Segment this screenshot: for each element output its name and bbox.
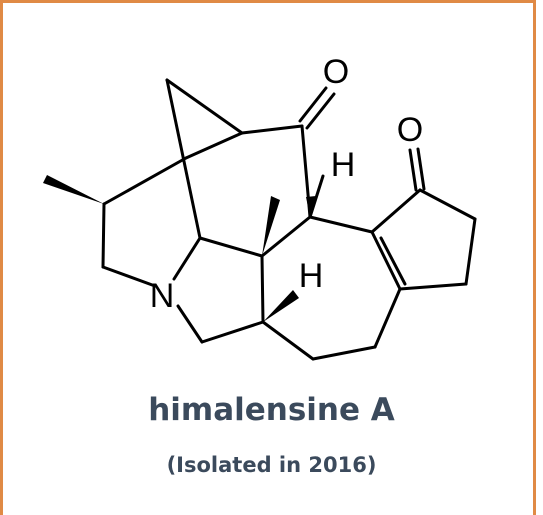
bond <box>165 78 244 135</box>
wedge-h-lower <box>263 290 299 322</box>
wedge-methyl-center <box>262 196 280 256</box>
bond <box>308 215 374 234</box>
bond <box>308 174 325 219</box>
bond <box>240 124 304 135</box>
frame-border-top <box>0 0 536 3</box>
bond <box>176 304 204 344</box>
double-bond <box>416 147 426 191</box>
bond <box>260 254 265 324</box>
atom-label-hydrogen-lower: H <box>299 257 324 295</box>
bond <box>200 320 265 344</box>
bond <box>198 236 264 258</box>
bond <box>101 265 157 288</box>
bond <box>260 215 312 258</box>
bond <box>101 202 106 269</box>
atom-label-oxygen-ring: O <box>397 111 423 149</box>
bond <box>418 188 477 221</box>
double-bond <box>408 148 418 192</box>
compound-note: (Isolated in 2016) <box>166 453 377 477</box>
bond <box>464 217 477 286</box>
frame-border-left <box>0 0 3 515</box>
bond <box>311 345 377 361</box>
bond <box>261 320 315 361</box>
double-bond-inner <box>379 236 407 286</box>
double-bond <box>298 86 328 123</box>
atom-label-oxygen-bridge: O <box>323 53 349 91</box>
bond <box>172 236 202 281</box>
bond <box>373 287 402 349</box>
wedge-h-upper <box>306 196 316 217</box>
atom-label-hydrogen-upper: H <box>331 146 356 184</box>
frame-border-right <box>533 0 536 515</box>
double-bond <box>305 92 336 130</box>
atom-label-nitrogen: N <box>150 277 175 315</box>
bond <box>370 188 422 234</box>
bond <box>184 131 244 160</box>
bond <box>102 156 188 206</box>
bond <box>398 282 468 291</box>
compound-name: himalensine A <box>148 392 395 428</box>
wedge-methyl-left <box>43 175 104 204</box>
bond <box>370 230 402 291</box>
